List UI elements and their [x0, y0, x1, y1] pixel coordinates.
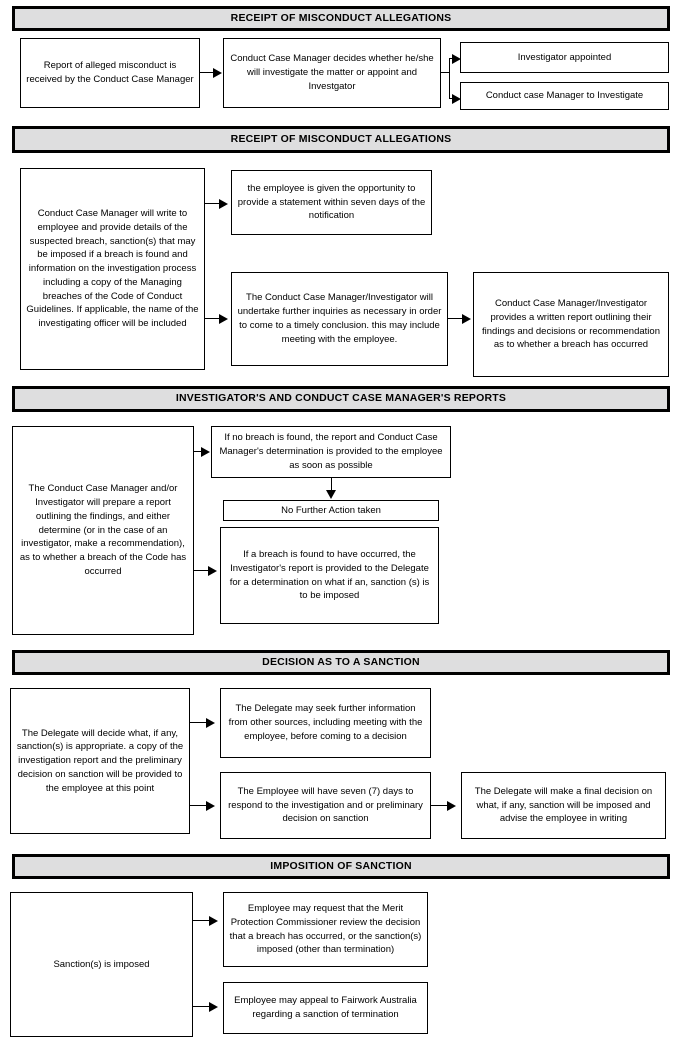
process-box-employee-seven-days: The Employee will have seven (7) days to… — [220, 772, 431, 839]
process-box-breach-found: If a breach is found to have occurred, t… — [220, 527, 439, 624]
section-heading-text: INVESTIGATOR'S AND CONDUCT CASE MANAGER'… — [175, 392, 507, 405]
connector-s2-b3-b4 — [448, 318, 465, 319]
arrowhead-s2-b1-b3 — [219, 314, 228, 324]
connector-s5-b1-b2 — [193, 920, 213, 921]
process-box-no-further-action: No Further Action taken — [223, 500, 439, 521]
section-heading-receipt-1: RECEIPT OF MISCONDUCT ALLEGATIONS — [12, 6, 670, 31]
connector-s2-b1-b3 — [205, 318, 221, 319]
process-box-prepare-report: The Conduct Case Manager and/or Investig… — [12, 426, 194, 635]
connector-s4-b1-b3 — [190, 805, 210, 806]
connector-s1-b2-stub — [441, 72, 450, 73]
process-box-text: Employee may appeal to Fairwork Australi… — [234, 995, 417, 1020]
process-box-written-report: Conduct Case Manager/Investigator provid… — [473, 272, 669, 377]
process-box-delegate-decides: The Delegate will decide what, if any, s… — [10, 688, 190, 834]
section-heading-reports: INVESTIGATOR'S AND CONDUCT CASE MANAGER'… — [12, 386, 670, 412]
section-heading-text: IMPOSITION OF SANCTION — [270, 859, 412, 872]
section-heading-text: RECEIPT OF MISCONDUCT ALLEGATIONS — [230, 11, 452, 24]
process-box-manager-decides: Conduct Case Manager decides whether he/… — [223, 38, 441, 108]
process-box-text: If a breach is found to have occurred, t… — [229, 548, 430, 602]
connector-s4-b1-b2 — [190, 722, 210, 723]
process-box-manager-to-investigate: Conduct case Manager to Investigate — [460, 82, 669, 110]
arrowhead-s4-b3-b4 — [447, 801, 456, 811]
process-box-sanction-imposed: Sanction(s) is imposed — [10, 892, 193, 1037]
process-box-fairwork-appeal: Employee may appeal to Fairwork Australi… — [223, 982, 428, 1034]
connector-s2-b1-b2 — [205, 203, 221, 204]
process-box-further-inquiries: The Conduct Case Manager/Investigator wi… — [231, 272, 448, 366]
connector-s3-b2-b3 — [331, 478, 332, 494]
process-box-delegate-further-info: The Delegate may seek further informatio… — [220, 688, 431, 758]
process-box-text: The Conduct Case Manager/Investigator wi… — [237, 292, 442, 345]
section-heading-text: DECISION AS TO A SANCTION — [262, 655, 420, 668]
process-box-text: the employee is given the opportunity to… — [237, 182, 426, 222]
process-box-text: The Employee will have seven (7) days to… — [228, 785, 423, 825]
process-box-report-received: Report of alleged misconduct is received… — [20, 38, 200, 108]
process-box-text: Conduct Case Manager will write to emplo… — [26, 208, 199, 330]
process-box-text: No Further Action taken — [281, 504, 381, 516]
process-box-employee-statement: the employee is given the opportunity to… — [231, 170, 432, 235]
arrowhead-s5-b1-b3 — [209, 1002, 218, 1012]
process-box-text: Conduct Case Manager/Investigator provid… — [482, 297, 660, 351]
connector-s3-b1-b2 — [194, 451, 207, 452]
connector-s4-b3-b4 — [431, 805, 451, 806]
arrowhead-s2-b3-b4 — [462, 314, 471, 324]
arrowhead-s3-b1-b4 — [208, 566, 217, 576]
arrowhead-s3-b2-b3 — [326, 490, 336, 499]
process-box-text: Report of alleged misconduct is received… — [26, 60, 194, 85]
process-box-text: The Delegate may seek further informatio… — [228, 703, 423, 742]
arrowhead-s1-b2-b3 — [452, 54, 461, 64]
arrowhead-s1-b1-b2 — [213, 68, 222, 78]
connector-s1-b1-b2 — [200, 72, 215, 73]
arrowhead-s4-b1-b3 — [206, 801, 215, 811]
section-heading-sanction-decision: DECISION AS TO A SANCTION — [12, 650, 670, 675]
arrowhead-s4-b1-b2 — [206, 718, 215, 728]
connector-s1-branch-stem — [449, 58, 450, 98]
arrowhead-s1-b2-b4 — [452, 94, 461, 104]
process-box-no-breach-found: If no breach is found, the report and Co… — [211, 426, 451, 478]
process-box-text: If no breach is found, the report and Co… — [219, 432, 443, 471]
process-box-write-to-employee: Conduct Case Manager will write to emplo… — [20, 168, 205, 370]
process-box-text: Investigator appointed — [517, 51, 612, 63]
process-box-text: Conduct case Manager to Investigate — [485, 90, 644, 102]
section-heading-receipt-2: RECEIPT OF MISCONDUCT ALLEGATIONS — [12, 126, 670, 153]
process-box-investigator-appointed: Investigator appointed — [460, 42, 669, 73]
connector-s3-b1-b4 — [194, 570, 211, 571]
process-box-text: The Delegate will decide what, if any, s… — [16, 727, 184, 794]
process-box-text: The Conduct Case Manager and/or Investig… — [19, 483, 187, 577]
process-box-text: Conduct Case Manager decides whether he/… — [230, 53, 434, 92]
section-heading-sanction-imposition: IMPOSITION OF SANCTION — [12, 854, 670, 879]
process-box-text: Employee may request that the Merit Prot… — [229, 902, 422, 956]
process-box-text: Sanction(s) is imposed — [53, 958, 150, 970]
arrowhead-s3-b1-b2 — [201, 447, 210, 457]
process-box-text: The Delegate will make a final decision … — [474, 785, 653, 825]
process-box-delegate-final-decision: The Delegate will make a final decision … — [461, 772, 666, 839]
connector-s5-b1-b3 — [193, 1006, 213, 1007]
process-box-merit-protection-review: Employee may request that the Merit Prot… — [223, 892, 428, 967]
arrowhead-s2-b1-b2 — [219, 199, 228, 209]
arrowhead-s5-b1-b2 — [209, 916, 218, 926]
section-heading-text: RECEIPT OF MISCONDUCT ALLEGATIONS — [230, 132, 452, 145]
